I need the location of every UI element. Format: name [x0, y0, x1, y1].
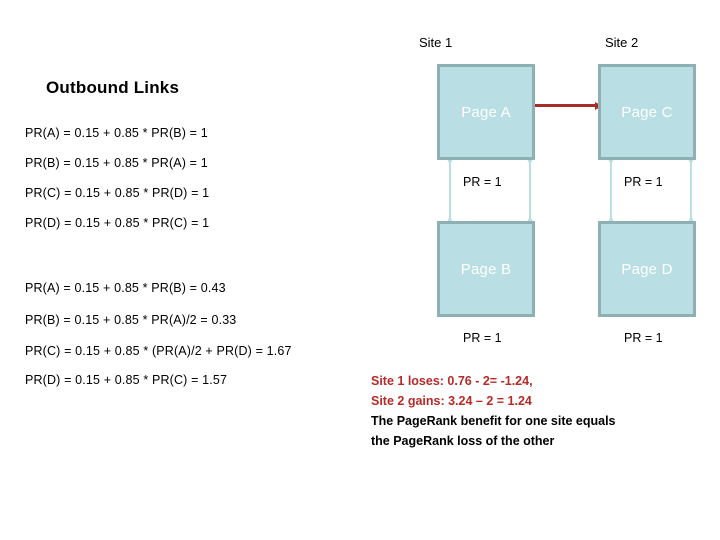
- pr-value-page-d: PR = 1: [624, 331, 663, 345]
- equation-initial-d: PR(D) = 0.15 + 0.85 * PR(C) = 1: [25, 216, 210, 230]
- site-1-label: Site 1: [419, 35, 453, 50]
- site-2-label: Site 2: [605, 35, 639, 50]
- summary-note: Site 1 loses: 0.76 - 2= -1.24, Site 2 ga…: [371, 371, 616, 451]
- outbound-links-heading: Outbound Links: [46, 78, 180, 97]
- page-b-label: Page B: [460, 260, 512, 278]
- note-line-benefit: The PageRank benefit for one site equals: [371, 414, 616, 428]
- connector-page-a-page-b-left: [449, 159, 451, 222]
- page-box-b: Page B: [437, 221, 535, 317]
- note-line-loss: the PageRank loss of the other: [371, 434, 555, 448]
- equation-after-a: PR(A) = 0.15 + 0.85 * PR(B) = 0.43: [25, 281, 226, 295]
- note-line-site-2-gains: Site 2 gains: 3.24 – 2 = 1.24: [371, 394, 532, 408]
- equation-initial-b: PR(B) = 0.15 + 0.85 * PR(A) = 1: [25, 156, 208, 170]
- connector-page-c-page-d-right: [690, 159, 692, 222]
- pr-value-page-b: PR = 1: [463, 331, 502, 345]
- equation-after-d: PR(D) = 0.15 + 0.85 * PR(C) = 1.57: [25, 373, 228, 387]
- connector-page-a-page-b-right: [529, 159, 531, 222]
- pr-value-page-c: PR = 1: [624, 175, 663, 189]
- equation-after-b: PR(B) = 0.15 + 0.85 * PR(A)/2 = 0.33: [25, 313, 237, 327]
- page-box-a: Page A: [437, 64, 535, 160]
- equation-initial-a: PR(A) = 0.15 + 0.85 * PR(B) = 1: [25, 126, 208, 140]
- equation-initial-c: PR(C) = 0.15 + 0.85 * PR(D) = 1: [25, 186, 210, 200]
- note-line-site-1-loses: Site 1 loses: 0.76 - 2= -1.24,: [371, 374, 533, 388]
- equation-after-c: PR(C) = 0.15 + 0.85 * (PR(A)/2 + PR(D) =…: [25, 344, 292, 358]
- page-box-c: Page C: [598, 64, 696, 160]
- pr-value-page-a: PR = 1: [463, 175, 502, 189]
- page-c-label: Page C: [621, 103, 673, 121]
- connector-page-c-page-d-left: [610, 159, 612, 222]
- page-a-label: Page A: [461, 103, 511, 121]
- page-box-d: Page D: [598, 221, 696, 317]
- page-d-label: Page D: [621, 260, 673, 278]
- cross-site-link-arrow-a-to-c: [533, 101, 602, 110]
